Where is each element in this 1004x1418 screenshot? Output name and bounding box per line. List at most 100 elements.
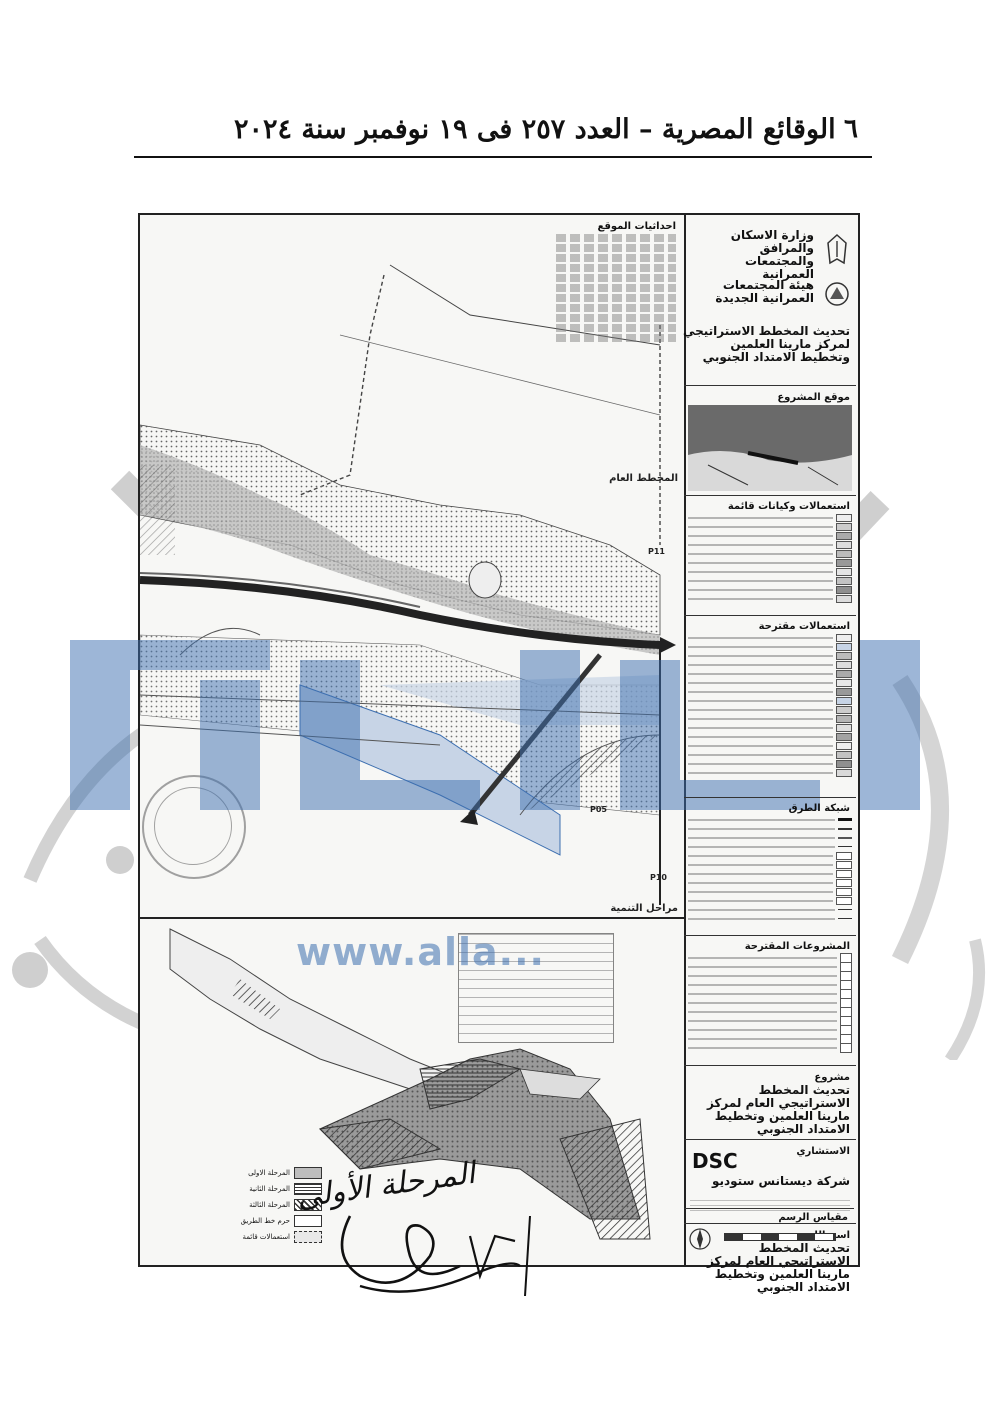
legend-row [684, 678, 856, 687]
legend-row [684, 842, 856, 851]
legend-row [684, 914, 856, 923]
legend-row [684, 585, 856, 594]
gazette-title: الوقائع المصرية – العدد ٢٥٧ فى ١٩ نوفمبر… [234, 114, 836, 145]
coord-row [556, 244, 676, 252]
legend-road-buffer: حرم خط الطريق [240, 1217, 290, 1225]
legend-row [684, 1024, 856, 1035]
scale-bar [724, 1233, 836, 1241]
project-info-block: مشروع تحديث المخطط الاستراتيجي العام لمر… [684, 1067, 856, 1140]
authority-logo-icon [825, 282, 849, 306]
legend-existing-uses: استعمالات قائمة [242, 1233, 290, 1241]
legend-row [684, 750, 856, 759]
coordinates-title: احداثيات الموقع [597, 221, 677, 232]
legend-row [684, 860, 856, 869]
coord-row [556, 324, 676, 332]
legend-row [684, 869, 856, 878]
consultant-address-lines [690, 1199, 850, 1215]
watermark-url: www.alla... [296, 930, 545, 974]
header-rule [134, 156, 872, 158]
development-phases-panel: المرحلة الاولى المرحلة الثانية المرحلة ا… [140, 919, 686, 1265]
coord-row [556, 234, 676, 242]
official-seal-stamp [142, 775, 246, 879]
page-header: ٦ الوقائع المصرية – العدد ٢٥٧ فى ١٩ نوفم… [134, 112, 872, 158]
legend-row [684, 768, 856, 777]
coord-row [556, 334, 676, 342]
point-label: P11 [648, 547, 665, 556]
legend-phase-3: المرحلة الثالثة [249, 1201, 290, 1209]
coord-row [556, 294, 676, 302]
existing-uses-title: استعمالات وكيانات قائمة [727, 501, 850, 512]
coord-row [556, 314, 676, 322]
legend-row [684, 660, 856, 669]
legend-row [684, 549, 856, 558]
legend-phase-2: المرحلة الثانية [249, 1185, 290, 1193]
legend-row [684, 669, 856, 678]
legend-row [684, 714, 856, 723]
legend-row [684, 687, 856, 696]
page-number: ٦ [844, 114, 858, 144]
project-heading: تحديث المخطط الاستراتيجي لمركز مارينا ال… [682, 324, 850, 364]
road-network-legend: شبكة الطرق [684, 799, 856, 936]
legend-row [684, 905, 856, 914]
phases-legend: المرحلة الاولى المرحلة الثانية المرحلة ا… [232, 1165, 322, 1245]
legend-row [684, 540, 856, 549]
sheet-name: تحديث المخطط الاستراتيجي العام لمركز مار… [706, 1241, 850, 1294]
legend-phase-1: المرحلة الاولى [248, 1169, 290, 1177]
project-location-block: موقع المشروع [684, 387, 856, 496]
master-plan-map [140, 264, 676, 905]
scale-block: مقياس الرسم [684, 1208, 854, 1263]
consultant-block: الاستشاري DSC شركة ديستانس ستوديو [684, 1141, 856, 1224]
coord-row [556, 274, 676, 282]
legend-row [684, 558, 856, 567]
legend-row [684, 732, 856, 741]
road-network-title: شبكة الطرق [788, 803, 850, 814]
site-watermark-logo-icon [70, 640, 920, 810]
coord-row [556, 284, 676, 292]
legend-row [684, 833, 856, 842]
existing-uses-legend: استعمالات وكيانات قائمة [684, 497, 856, 616]
legend-row [684, 513, 856, 522]
project-name: تحديث المخطط الاستراتيجي العام لمركز مار… [706, 1083, 850, 1136]
sheet-name-block: اسم اللوحة تحديث المخطط الاستراتيجي العا… [684, 1225, 856, 1294]
legend-row [684, 633, 856, 642]
signature-icon [340, 1215, 531, 1297]
legend-row [684, 997, 856, 1008]
ministry-block: وزارة الاسكان والمرافق والمجتمعات العمرا… [683, 215, 856, 386]
legend-row [684, 723, 856, 732]
scale-label: مقياس الرسم [778, 1212, 848, 1223]
point-label: P10 [650, 873, 667, 882]
coord-row [556, 304, 676, 312]
title-block-sidebar: وزارة الاسكان والمرافق والمجتمعات العمرا… [683, 215, 856, 1294]
plan-title: المخطط العام [609, 473, 678, 484]
coord-row [556, 264, 676, 272]
phases-table [458, 933, 614, 1043]
legend-row [684, 1015, 856, 1026]
legend-row [684, 1042, 856, 1053]
proposed-projects-legend: المشروعات المقترحة [684, 937, 856, 1066]
coord-row [556, 254, 676, 262]
legend-row [684, 705, 856, 714]
legend-row [684, 851, 856, 860]
consultant-name: شركة ديستانس ستوديو [711, 1174, 850, 1188]
consultant-label: الاستشاري [796, 1146, 850, 1157]
official-seal-stamp [154, 787, 232, 865]
legend-row [684, 642, 856, 651]
coordinates-table: احداثيات الموقع [556, 221, 676, 342]
legend-row [684, 594, 856, 603]
proposed-uses-title: استعمالات مقترحة [758, 621, 850, 632]
legend-row [684, 567, 856, 576]
proposed-uses-legend: استعمالات مقترحة [684, 617, 856, 798]
phases-map [169, 928, 651, 1240]
legend-row [684, 952, 856, 963]
legend-row [684, 741, 856, 750]
proposed-projects-title: المشروعات المقترحة [744, 941, 850, 952]
project-label: مشروع [814, 1072, 850, 1083]
north-arrow-icon [689, 1228, 711, 1250]
location-map [688, 405, 852, 491]
legend-row [684, 815, 856, 824]
master-plan-panel: احداثيات الموقع المخطط العام P11 P10 P05… [140, 215, 686, 919]
ministry-name: وزارة الاسكان والمرافق والمجتمعات العمرا… [730, 228, 814, 281]
legend-row [684, 1033, 856, 1044]
legend-row [684, 759, 856, 768]
legend-row [684, 576, 856, 585]
